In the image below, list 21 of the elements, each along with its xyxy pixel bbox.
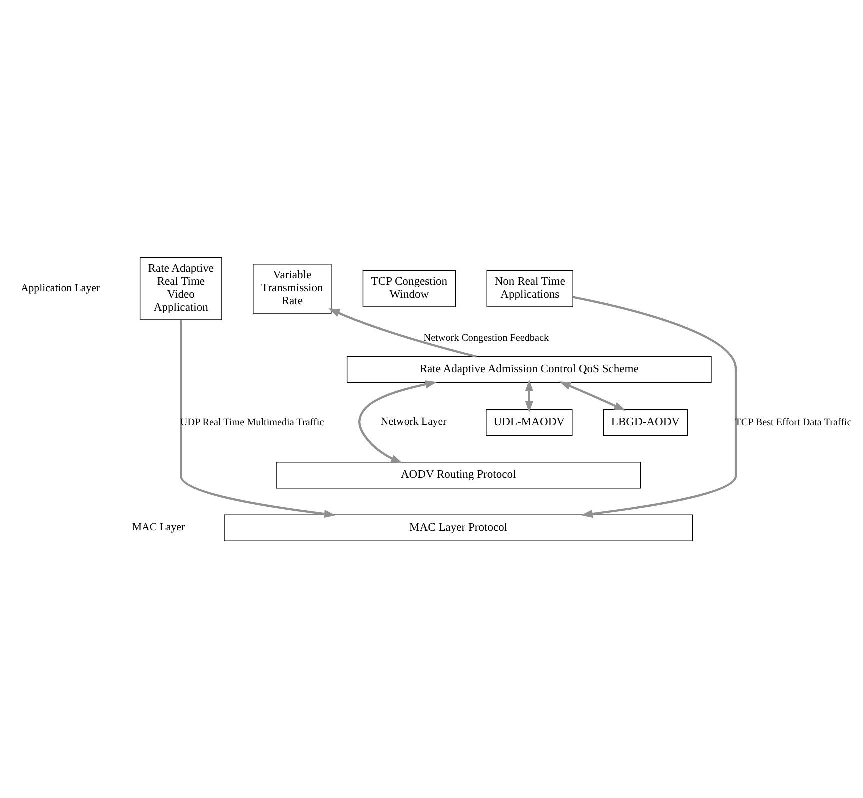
arrow: [328, 308, 478, 358]
node-box: MAC Layer Protocol: [224, 514, 694, 541]
label: MAC Layer: [132, 521, 186, 534]
arrow: [573, 296, 738, 518]
edge-label: UDP Real Time Multimedia Traffic: [180, 416, 324, 428]
arrow: [525, 379, 534, 412]
node-box: Variable Transmission Rate: [253, 264, 332, 314]
node-box: LBGD-AODV: [603, 408, 688, 436]
node-box: Non Real Time Applications: [486, 270, 574, 307]
node-box: Rate Adaptive Admission Control QoS Scheme: [346, 356, 712, 383]
arrow: [180, 320, 336, 518]
edge-label: Network Congestion Feedback: [424, 332, 550, 344]
node-box: TCP Congestion Window: [362, 270, 456, 307]
label: Network Layer: [380, 416, 447, 428]
node-box: Rate Adaptive Real Time Video Application: [140, 257, 222, 320]
arrow: [559, 381, 626, 410]
arrow: [358, 380, 438, 464]
label: Application Layer: [20, 282, 100, 294]
node-box: AODV Routing Protocol: [276, 462, 642, 488]
edge-label: TCP Best Effort Data Traffic: [735, 416, 852, 428]
node-box: UDL-MAODV: [486, 408, 573, 436]
